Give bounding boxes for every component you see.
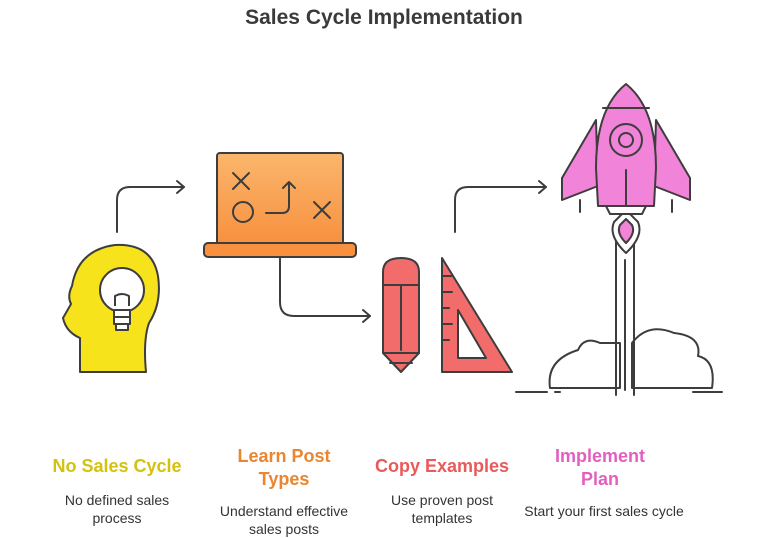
- step-title-learn-post-types: Learn Post Types: [237, 446, 331, 489]
- step-title-implement-plan: Implement Plan: [554, 446, 646, 489]
- strategy-board-icon: [203, 152, 357, 258]
- rocket-launch-icon: [515, 83, 723, 396]
- step-description-learn-post-types: Understand effective sales posts: [219, 503, 349, 537]
- arrow-1-icon: [116, 180, 185, 233]
- lightbulb-head-icon: [62, 243, 160, 373]
- step-description-no-sales-cycle: No defined sales process: [64, 492, 170, 526]
- pencil-ruler-icon: [382, 257, 513, 373]
- step-title-copy-examples: Copy Examples: [374, 456, 510, 476]
- arrow-2-icon: [279, 257, 371, 323]
- arrow-3-icon: [454, 180, 547, 233]
- page-title: Sales Cycle Implementation: [245, 6, 523, 29]
- step-description-implement-plan: Start your first sales cycle: [524, 503, 684, 519]
- step-description-copy-examples: Use proven post templates: [391, 492, 493, 526]
- step-title-no-sales-cycle: No Sales Cycle: [52, 456, 182, 476]
